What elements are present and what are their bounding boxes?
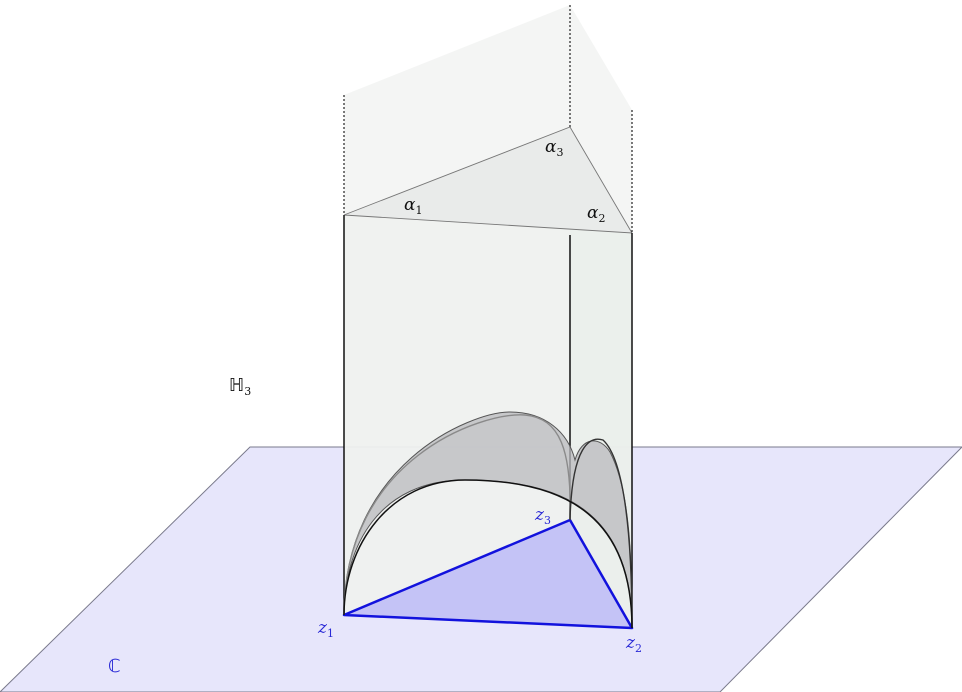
dome-edge-z1-z3	[343, 414, 571, 616]
back-wall-face	[344, 5, 632, 233]
label-alpha1: α1	[404, 195, 422, 217]
label-z1: z1	[317, 618, 334, 640]
label-complex-plane: ℂ	[108, 656, 121, 677]
dome-edge-z3-z2	[569, 438, 633, 629]
label-h3: ℍ3	[229, 375, 251, 398]
label-alpha3: α3	[545, 137, 563, 159]
label-z3: z3	[534, 505, 551, 527]
label-alpha2: α2	[587, 203, 605, 225]
base-triangle	[342, 518, 634, 630]
label-z2: z2	[625, 633, 642, 655]
dome-edge-z1-z2	[343, 479, 633, 629]
top-triangle	[343, 126, 633, 234]
